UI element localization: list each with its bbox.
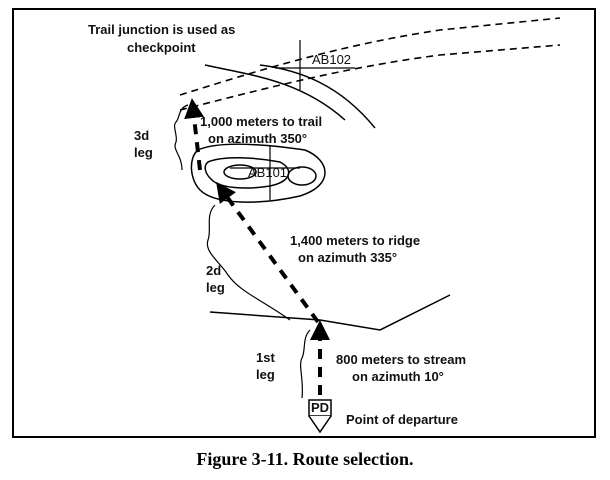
grid-label-ab101: AB101: [248, 165, 287, 180]
hill-contour-outer: [190, 143, 326, 203]
leg1-text-line1: 800 meters to stream: [336, 352, 466, 367]
leg1-label-line2: leg: [256, 367, 275, 382]
departure-label: Point of departure: [346, 412, 458, 427]
leg3-label-line1: 3d: [134, 128, 149, 143]
figure-caption: Figure 3-11. Route selection.: [196, 449, 414, 469]
pd-symbol-text: PD: [311, 400, 329, 415]
road-line-left: [204, 64, 346, 121]
hill-contour-middle: [204, 157, 290, 189]
leg2-label-line2: leg: [206, 280, 225, 295]
leg1-text-line2: on azimuth 10°: [352, 369, 444, 384]
grid-label-ab102: AB102: [312, 52, 351, 67]
route-leg2-arrow: [216, 181, 320, 324]
brace-leg2: [206, 204, 291, 321]
trail-dashed-lower: [179, 44, 561, 111]
leg2-label-line1: 2d: [206, 263, 221, 278]
leg2-text-line1: 1,400 meters to ridge: [290, 233, 420, 248]
stream-line: [209, 294, 451, 331]
trail-dashed-upper: [179, 17, 561, 96]
checkpoint-label-line1: Trail junction is used as: [88, 22, 235, 37]
hill-contour-knoll: [287, 166, 317, 186]
pd-symbol-point: [308, 415, 332, 434]
hill-contour-inner: [223, 164, 257, 180]
road-line-right: [259, 64, 376, 129]
leg3-text-line1: 1,000 meters to trail: [200, 114, 322, 129]
leg3-label-line2: leg: [134, 145, 153, 160]
leg2-text-line2: on azimuth 335°: [298, 250, 397, 265]
brace-leg1: [299, 329, 311, 399]
figure-frame: [12, 8, 596, 438]
leg3-text-line2: on azimuth 350°: [208, 131, 307, 146]
checkpoint-label-line2: checkpoint: [127, 40, 196, 55]
route-leg3-arrow: [184, 98, 205, 171]
leg1-label-line1: 1st: [256, 350, 275, 365]
brace-leg3: [173, 104, 189, 171]
